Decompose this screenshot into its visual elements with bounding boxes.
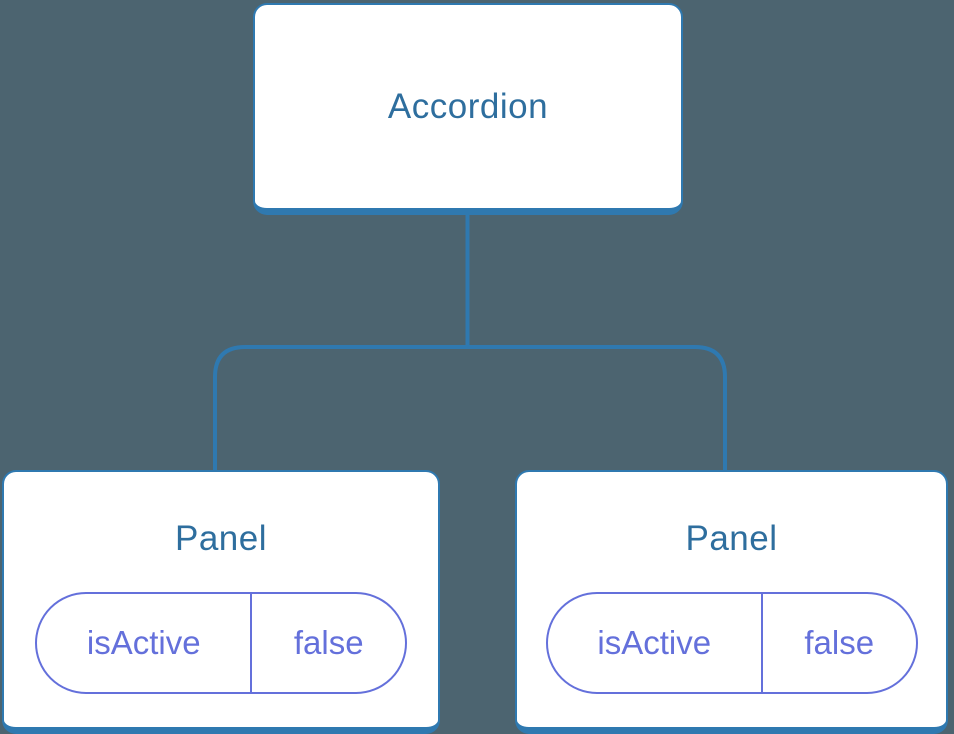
accordion-node-label: Accordion (387, 86, 549, 126)
connector-branch (213, 345, 727, 472)
prop-pill: isActive false (35, 592, 407, 694)
prop-pill: isActive false (545, 592, 918, 694)
panel-node-right: Panel isActive false (515, 470, 948, 734)
panel-node-label: Panel (174, 519, 268, 558)
prop-value: false (293, 624, 364, 661)
prop-name: isActive (37, 594, 253, 692)
prop-value: false (804, 624, 875, 661)
accordion-node: Accordion (253, 3, 683, 215)
panel-node-left: Panel isActive false (2, 470, 440, 734)
prop-name: isActive (548, 594, 763, 692)
panel-node-label: Panel (685, 519, 778, 558)
